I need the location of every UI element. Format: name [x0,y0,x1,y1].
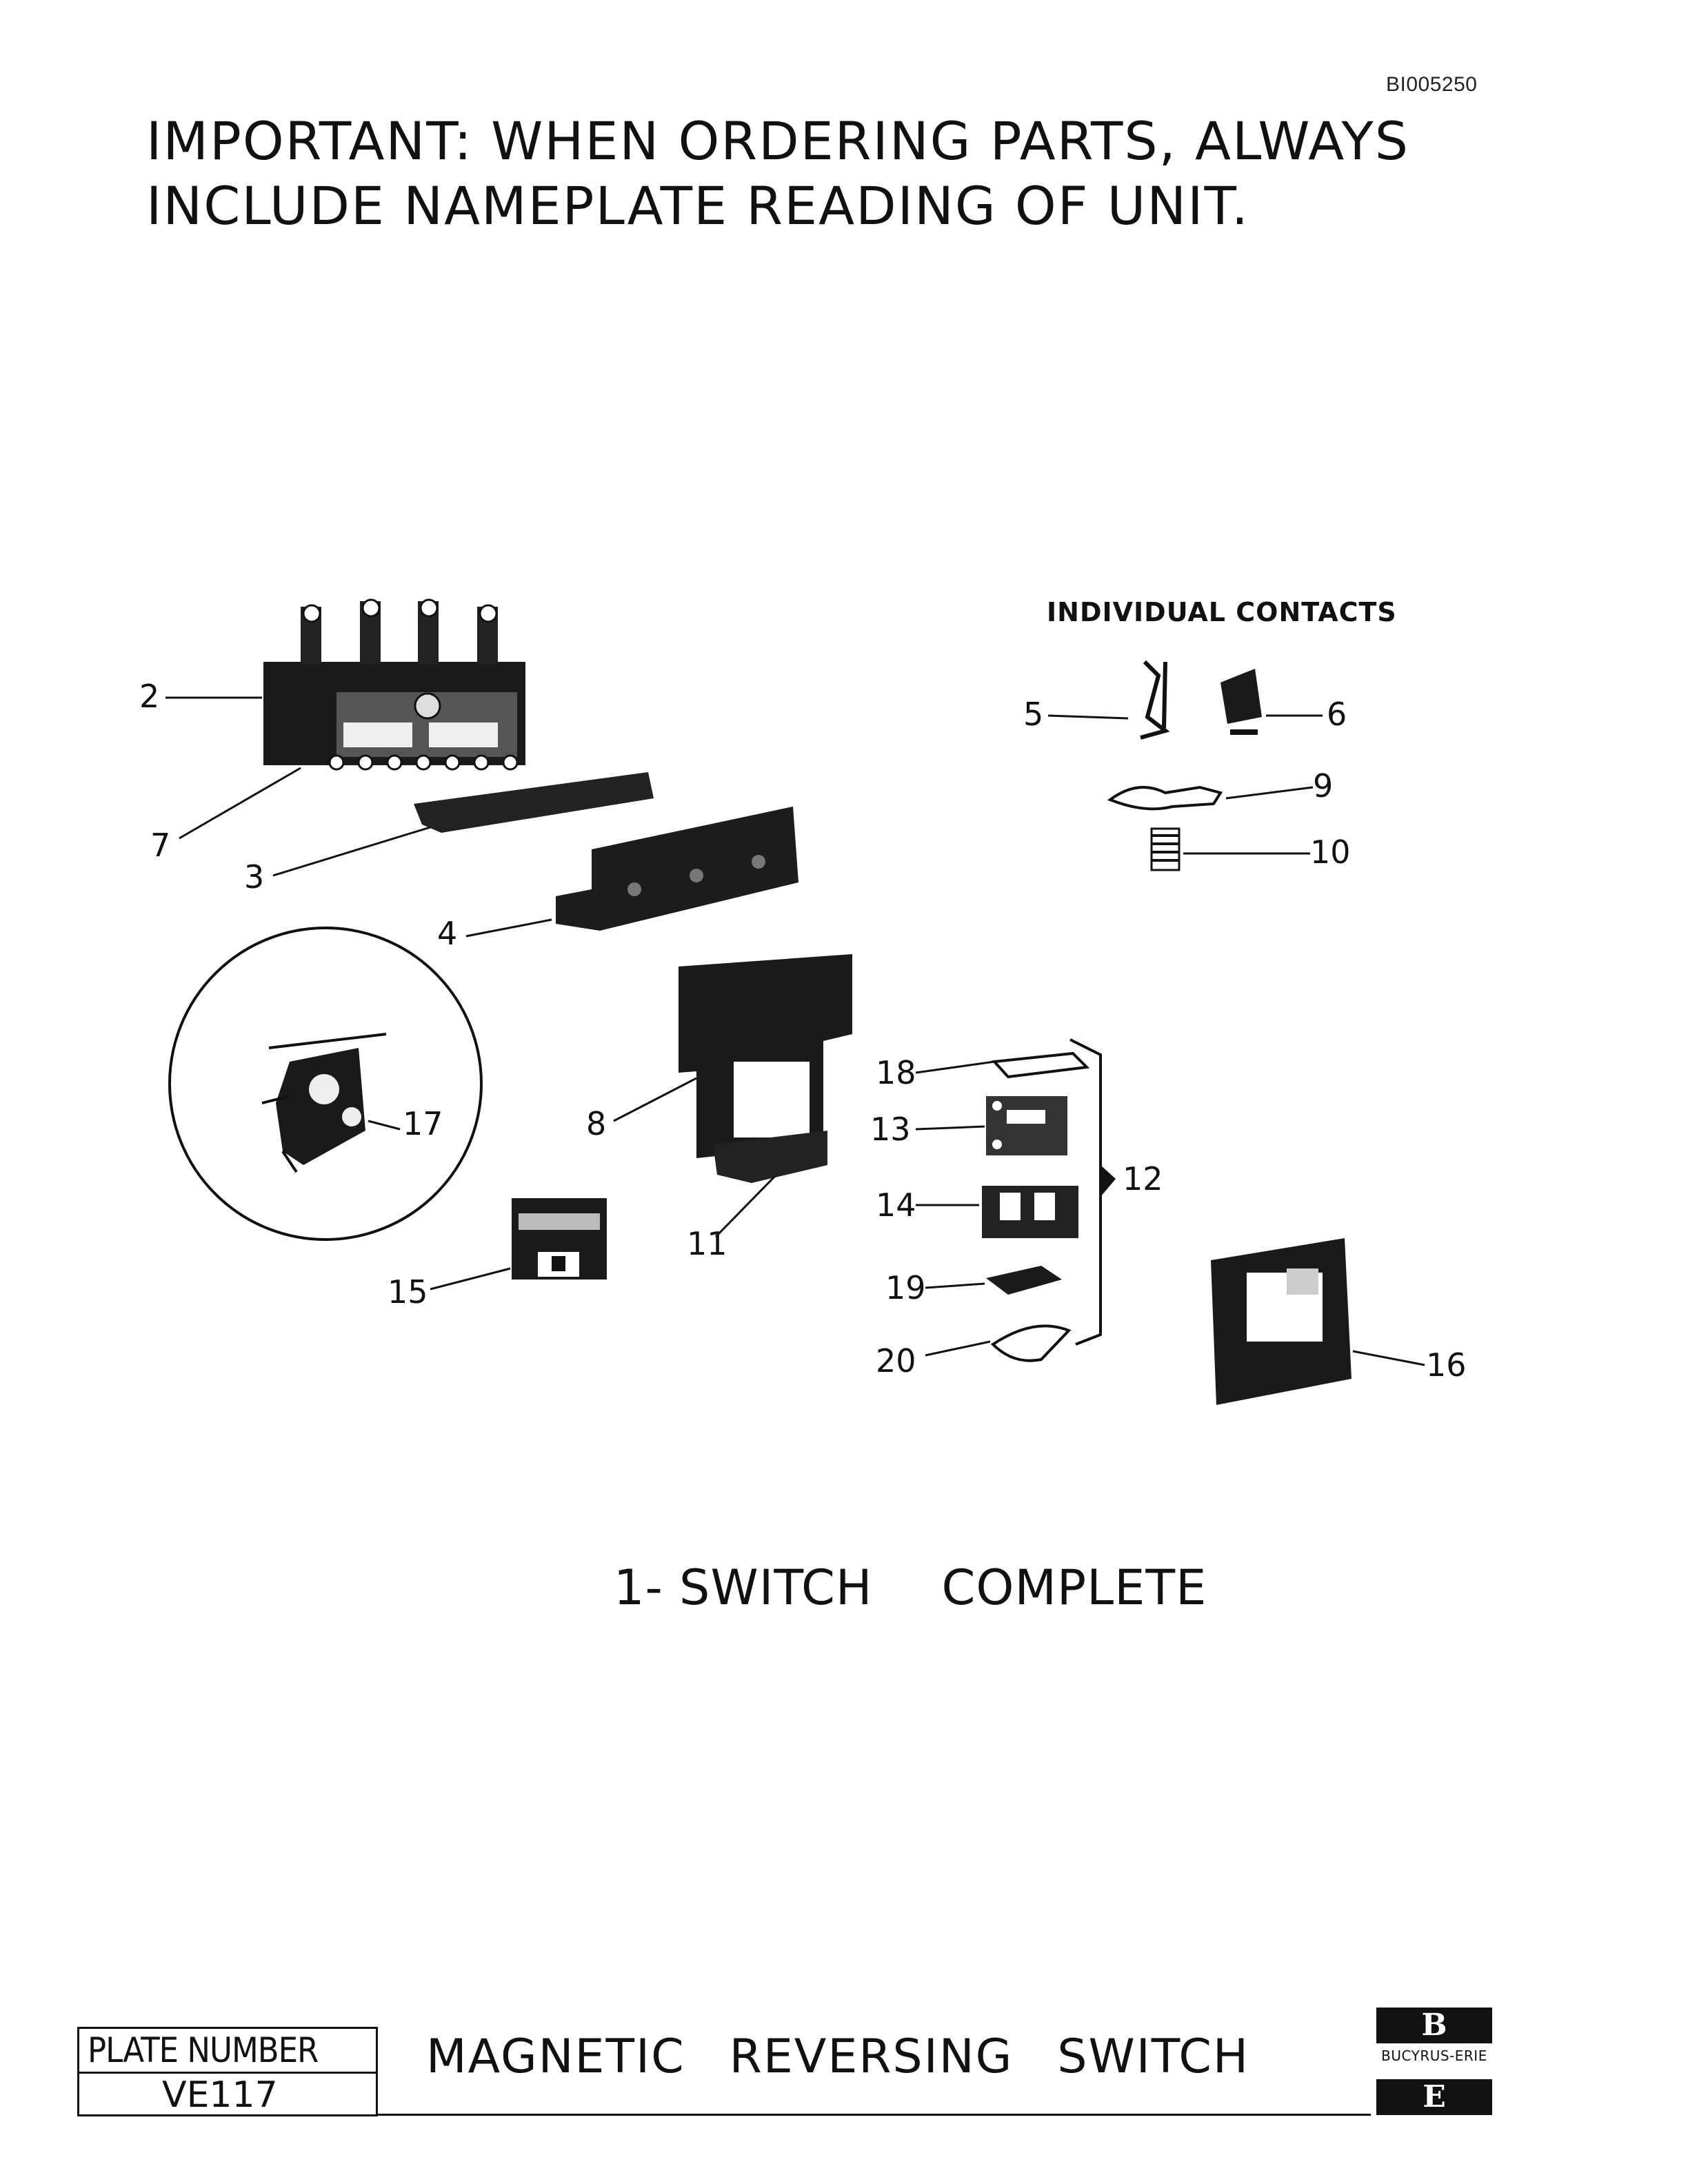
individual-contacts-title: INDIVIDUAL CONTACTS [1047,597,1397,627]
callout-20: 20 [876,1342,916,1379]
caption-complete: COMPLETE [941,1559,1207,1616]
part-5 [1140,660,1170,740]
callout-7: 7 [150,827,170,864]
title-word-1: MAGNETIC [426,2030,685,2084]
callout-numbers: 2 7 3 4 5 6 9 10 17 8 11 18 13 14 12 19 … [139,678,1467,1384]
logo-letter-b: B [1376,2008,1492,2043]
part-9 [1107,785,1223,811]
document-title: MAGNETIC REVERSING SWITCH [426,2030,1294,2084]
notice-line-2: INCLUDE NAMEPLATE READING OF UNIT. [146,175,1250,236]
part-18 [991,1051,1090,1079]
callout-16: 16 [1426,1346,1467,1384]
logo-letter-e: E [1376,2079,1492,2115]
plate-number-value: VE117 [162,2074,278,2116]
callout-11: 11 [687,1225,727,1262]
logo-name: BUCYRUS-ERIE [1381,2048,1487,2064]
part-19 [986,1266,1062,1295]
callout-4: 4 [437,915,457,952]
footer-rule [378,2114,1371,2116]
callout-8: 8 [586,1105,606,1142]
individual-contacts-parts [1107,660,1262,871]
callout-14: 14 [876,1186,916,1224]
part-13 [986,1096,1067,1155]
callout-3: 3 [244,858,264,896]
plate-number-label: PLATE NUMBER [79,2029,376,2074]
part-8-magnet-frame [679,954,852,1183]
part-2-switch-body [263,598,525,771]
part-16-coil [1211,1238,1352,1405]
part-17-inset [168,927,483,1241]
callout-10: 10 [1310,833,1351,871]
callout-18: 18 [876,1054,916,1091]
part-15-auxiliary-block [512,1198,607,1280]
callout-13: 13 [870,1111,911,1148]
notice-line-1: IMPORTANT: WHEN ORDERING PARTS, ALWAYS [146,110,1410,172]
document-id: BI005250 [1386,73,1478,96]
title-word-3: SWITCH [1057,2030,1249,2084]
diagram-caption: 1- SWITCH COMPLETE [614,1559,1207,1616]
callout-6: 6 [1327,696,1347,733]
title-word-2: REVERSING [729,2030,1014,2084]
part-14 [982,1186,1078,1238]
callout-12: 12 [1123,1160,1163,1197]
callout-9: 9 [1313,767,1333,805]
caption-quantity: 1- SWITCH [614,1559,873,1616]
callout-5: 5 [1023,696,1043,733]
part-6 [1220,669,1262,735]
plate-number-box: PLATE NUMBER VE117 [77,2027,378,2116]
leader-lines [165,696,1425,1366]
callout-17: 17 [403,1105,443,1142]
part-4-base-moulding [556,807,798,931]
part-3-contact-carrier [414,772,654,833]
callout-2: 2 [139,678,159,715]
ordering-notice: IMPORTANT: WHEN ORDERING PARTS, ALWAYS I… [146,109,1409,239]
part-10 [1150,827,1180,871]
callout-15: 15 [388,1273,428,1311]
magnet-stack-parts [982,1038,1116,1362]
callout-19: 19 [885,1269,926,1306]
bucyrus-erie-logo: B BUCYRUS-ERIE E [1372,2008,1496,2118]
part-20 [990,1324,1072,1362]
